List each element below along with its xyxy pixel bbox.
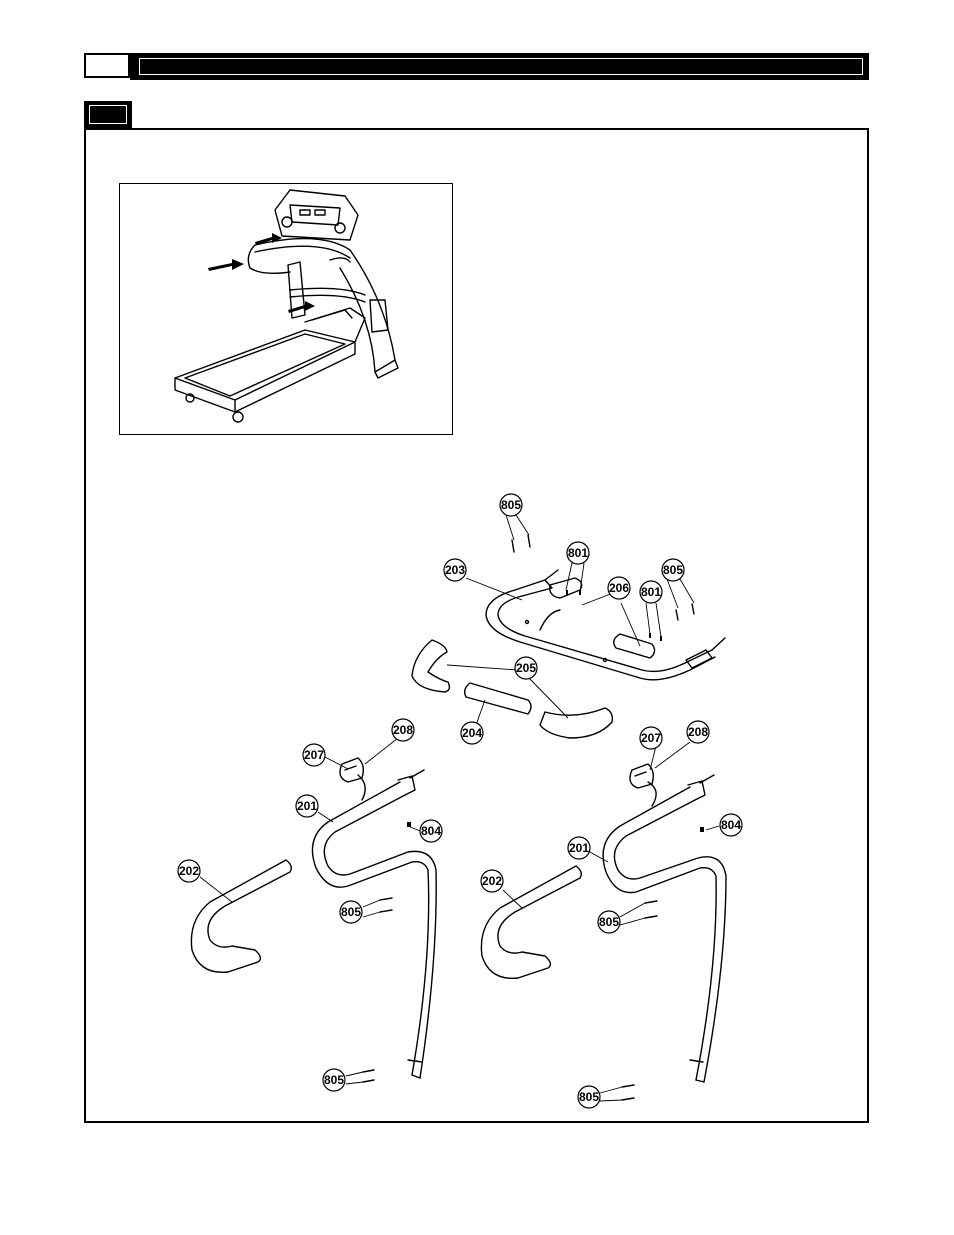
callout-label: 804 [721,818,741,832]
callout-202-right: 202 [480,869,504,893]
callout-label: 805 [579,1090,599,1104]
callout-804-left: 804 [419,819,443,843]
callout-208-right: 208 [686,720,710,744]
callout-label: 805 [324,1073,344,1087]
callout-label: 804 [421,824,441,838]
callout-805-top-b: 805 [661,558,685,582]
handlebar-part-201-right [602,774,727,1083]
bolts-805-right [621,603,695,1101]
callout-label: 805 [341,905,361,919]
callout-label: 206 [609,581,629,595]
callout-label: 205 [516,661,536,675]
callout-203: 203 [443,558,467,582]
bolts-805-left [362,534,531,1083]
foam-part-205-left [411,639,451,693]
callout-label: 801 [568,546,588,560]
callout-202-left: 202 [177,859,201,883]
step-tab [84,101,132,128]
callout-205: 205 [514,656,538,680]
callout-label: 805 [501,498,521,512]
handlebar-part-202-right [480,865,583,980]
assembly-diagram-frame [84,128,869,1123]
callout-201-right: 201 [567,836,591,860]
treadmill-overview-inset [119,183,453,435]
crossbar-part-203 [485,569,726,681]
callout-207-right: 207 [639,726,663,750]
insertion-arrow-left [208,233,315,313]
callout-label: 208 [688,725,708,739]
callout-204: 204 [460,721,484,745]
screw-804-left [407,822,411,827]
screw-801-d [660,636,662,641]
callout-805-left-bottom: 805 [322,1068,346,1092]
foam-part-205-right [539,707,614,739]
callout-label: 204 [462,726,482,740]
callout-label: 805 [663,563,683,577]
handlebar-part-201-left [311,769,437,1079]
callout-207-left: 207 [302,743,326,767]
handlebar-part-202-left [190,859,293,974]
callout-label: 201 [297,799,317,813]
callout-label: 801 [641,585,661,599]
callout-801-top-a: 801 [566,541,590,565]
callout-label: 207 [641,731,661,745]
callout-label: 805 [599,915,619,929]
callout-201-left: 201 [295,794,319,818]
screw-801-c [649,633,651,638]
callout-label: 202 [482,874,502,888]
screw-801-a [566,590,568,595]
callout-label: 208 [393,723,413,737]
screw-801-b [579,590,581,595]
callout-805-right-mid: 805 [597,910,621,934]
leader-lines [199,514,720,1102]
foam-part-204 [463,682,532,715]
callout-label: 202 [179,864,199,878]
callout-804-right: 804 [719,813,743,837]
treadmill-illustration [174,189,399,423]
section-title-bar [130,53,869,80]
callout-805-right-bottom: 805 [577,1085,601,1109]
sensor-housing-207-208-right [629,763,657,807]
callout-206: 206 [607,576,631,600]
screw-804-right [700,827,704,832]
grip-part-206-left [549,577,583,599]
grip-part-206-right [613,633,656,659]
callout-label: 207 [304,748,324,762]
callout-805-left-mid: 805 [339,900,363,924]
callout-801-top-b: 801 [639,580,663,604]
section-number-box [84,53,130,78]
callout-805-top-a: 805 [499,493,523,517]
sensor-housing-207-208-left [339,757,366,801]
callout-label: 203 [445,563,465,577]
callout-label: 201 [569,841,589,855]
callout-208-left: 208 [391,718,415,742]
